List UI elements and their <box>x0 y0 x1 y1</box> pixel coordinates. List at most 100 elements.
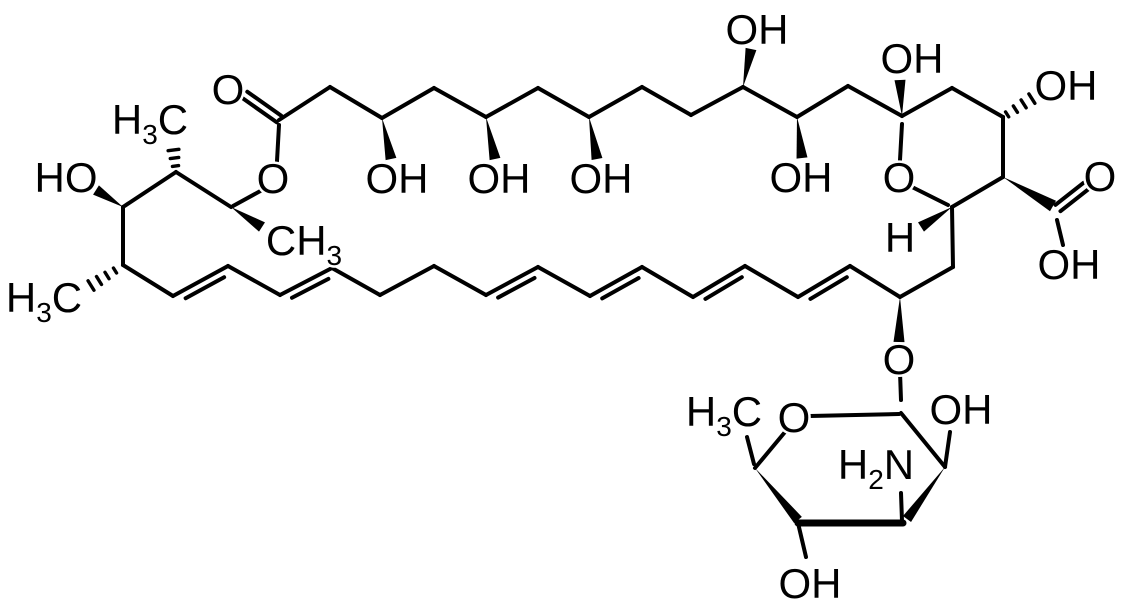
wedge-to-h-ring <box>918 207 952 232</box>
bond <box>898 370 903 402</box>
atom-label-part: O <box>1037 241 1070 288</box>
bond <box>898 122 904 162</box>
wedge-to-ho-left <box>93 185 123 207</box>
hash-to-h3c-lower <box>111 266 119 275</box>
atom-label-oh-carboxyl: OH <box>1037 241 1100 288</box>
bond <box>275 123 281 163</box>
atom-label-part: C <box>158 96 188 143</box>
wedge-oh-polyol-3 <box>589 117 603 161</box>
bond <box>808 412 901 418</box>
wedge-oh-hemiketal <box>894 79 906 116</box>
bond <box>121 263 175 298</box>
hash-to-h3c-lower <box>86 279 96 292</box>
bond <box>743 264 800 299</box>
atom-label-o-sugar-ring: O <box>778 394 811 441</box>
atom-label-part: O <box>929 386 962 433</box>
double-bond <box>240 96 279 125</box>
atom-label-part: O <box>778 394 811 441</box>
wedge-sugar-c2-c3 <box>902 467 945 522</box>
atom-label-part: O <box>778 560 811 607</box>
atom-label-part: H <box>296 217 326 264</box>
bond <box>432 86 488 119</box>
atom-label-part: 2 <box>868 464 884 495</box>
wedge-sugar-c5-c4 <box>755 468 802 524</box>
bond <box>753 430 787 470</box>
atom-label-part: H <box>1070 241 1100 288</box>
bond <box>899 491 904 523</box>
atom-label-part: 3 <box>327 240 343 271</box>
atom-label-part: H <box>500 155 530 202</box>
atom-label-part: 3 <box>142 119 158 150</box>
bond <box>378 264 436 297</box>
atom-label-part: O <box>257 155 290 202</box>
bond <box>741 85 799 119</box>
hash-to-h3c-lower <box>94 274 104 287</box>
bond <box>898 265 955 299</box>
bond <box>745 435 756 466</box>
bond <box>380 86 436 120</box>
bond <box>796 521 808 559</box>
bond <box>484 86 540 119</box>
bond <box>174 170 233 209</box>
atom-label-part: C <box>266 217 296 264</box>
atom-label-ho-left: HO <box>34 154 97 201</box>
atom-label-part: H <box>1067 62 1097 109</box>
double-bond-main <box>588 265 644 298</box>
double-bond-inner <box>183 275 227 301</box>
hash-to-h3c-upper <box>170 163 181 169</box>
atom-label-o-carbonyl: O <box>212 66 245 113</box>
atom-label-part: O <box>769 154 802 201</box>
atom-label-part: C <box>732 388 762 435</box>
atom-label-oh-polyol-3: OH <box>569 155 632 202</box>
atom-label-part: H <box>802 154 832 201</box>
bond <box>640 265 695 299</box>
bond <box>231 187 266 208</box>
double-bond-main <box>484 265 540 297</box>
double-bond-inner <box>600 276 641 301</box>
atom-label-o-pyran-ring: O <box>883 154 916 201</box>
bond <box>536 265 592 298</box>
atom-label-o-glycosidic: O <box>883 336 916 383</box>
wedge-to-ch3-lactone <box>231 207 265 232</box>
atom-label-part: H <box>112 96 142 143</box>
bond <box>689 85 745 117</box>
bond <box>121 170 178 209</box>
hash-to-oh-ring <box>1011 104 1020 115</box>
hash-to-oh-ring <box>1003 110 1011 119</box>
double-bond-inner <box>496 275 537 300</box>
bond <box>536 86 591 119</box>
atom-label-part: N <box>884 441 914 488</box>
atom-label-oh-sugar-c4: OH <box>778 560 841 607</box>
atom-label-part: H <box>885 214 915 261</box>
bond <box>950 205 955 269</box>
atom-label-oh-polyol-1: OH <box>365 155 428 202</box>
bond <box>1055 218 1065 247</box>
atom-label-part: O <box>725 6 758 53</box>
atom-label-o-lactone: O <box>257 155 290 202</box>
atom-label-h2n-sugar: H2N <box>838 441 914 495</box>
atom-label-oh-ring-hash: OH <box>1034 62 1097 109</box>
bond <box>848 264 902 299</box>
atom-label-oh-polyol-4: OH <box>769 154 832 201</box>
wedge-oh-polyol-1 <box>382 118 397 161</box>
bond <box>950 175 1005 209</box>
atom-label-part: H <box>838 441 868 488</box>
bond <box>899 411 947 469</box>
bond <box>330 266 382 297</box>
atom-label-part: H <box>913 35 943 82</box>
wedge-to-carboxyl <box>1003 177 1057 212</box>
atom-label-ch3-lactone: CH3 <box>266 217 342 271</box>
bond <box>640 85 693 117</box>
atom-label-part: O <box>365 155 398 202</box>
atom-label-oh-polyol-2: OH <box>467 155 530 202</box>
bond <box>846 84 904 118</box>
wedge-oh-polyol-2 <box>486 117 501 161</box>
bond <box>795 84 850 119</box>
atom-label-part: O <box>212 66 245 113</box>
atom-label-h3c-lower-left: H3C <box>6 274 82 328</box>
atom-label-oh-up: OH <box>725 6 788 53</box>
atom-label-part: O <box>65 154 98 201</box>
double-bond <box>1053 180 1086 207</box>
